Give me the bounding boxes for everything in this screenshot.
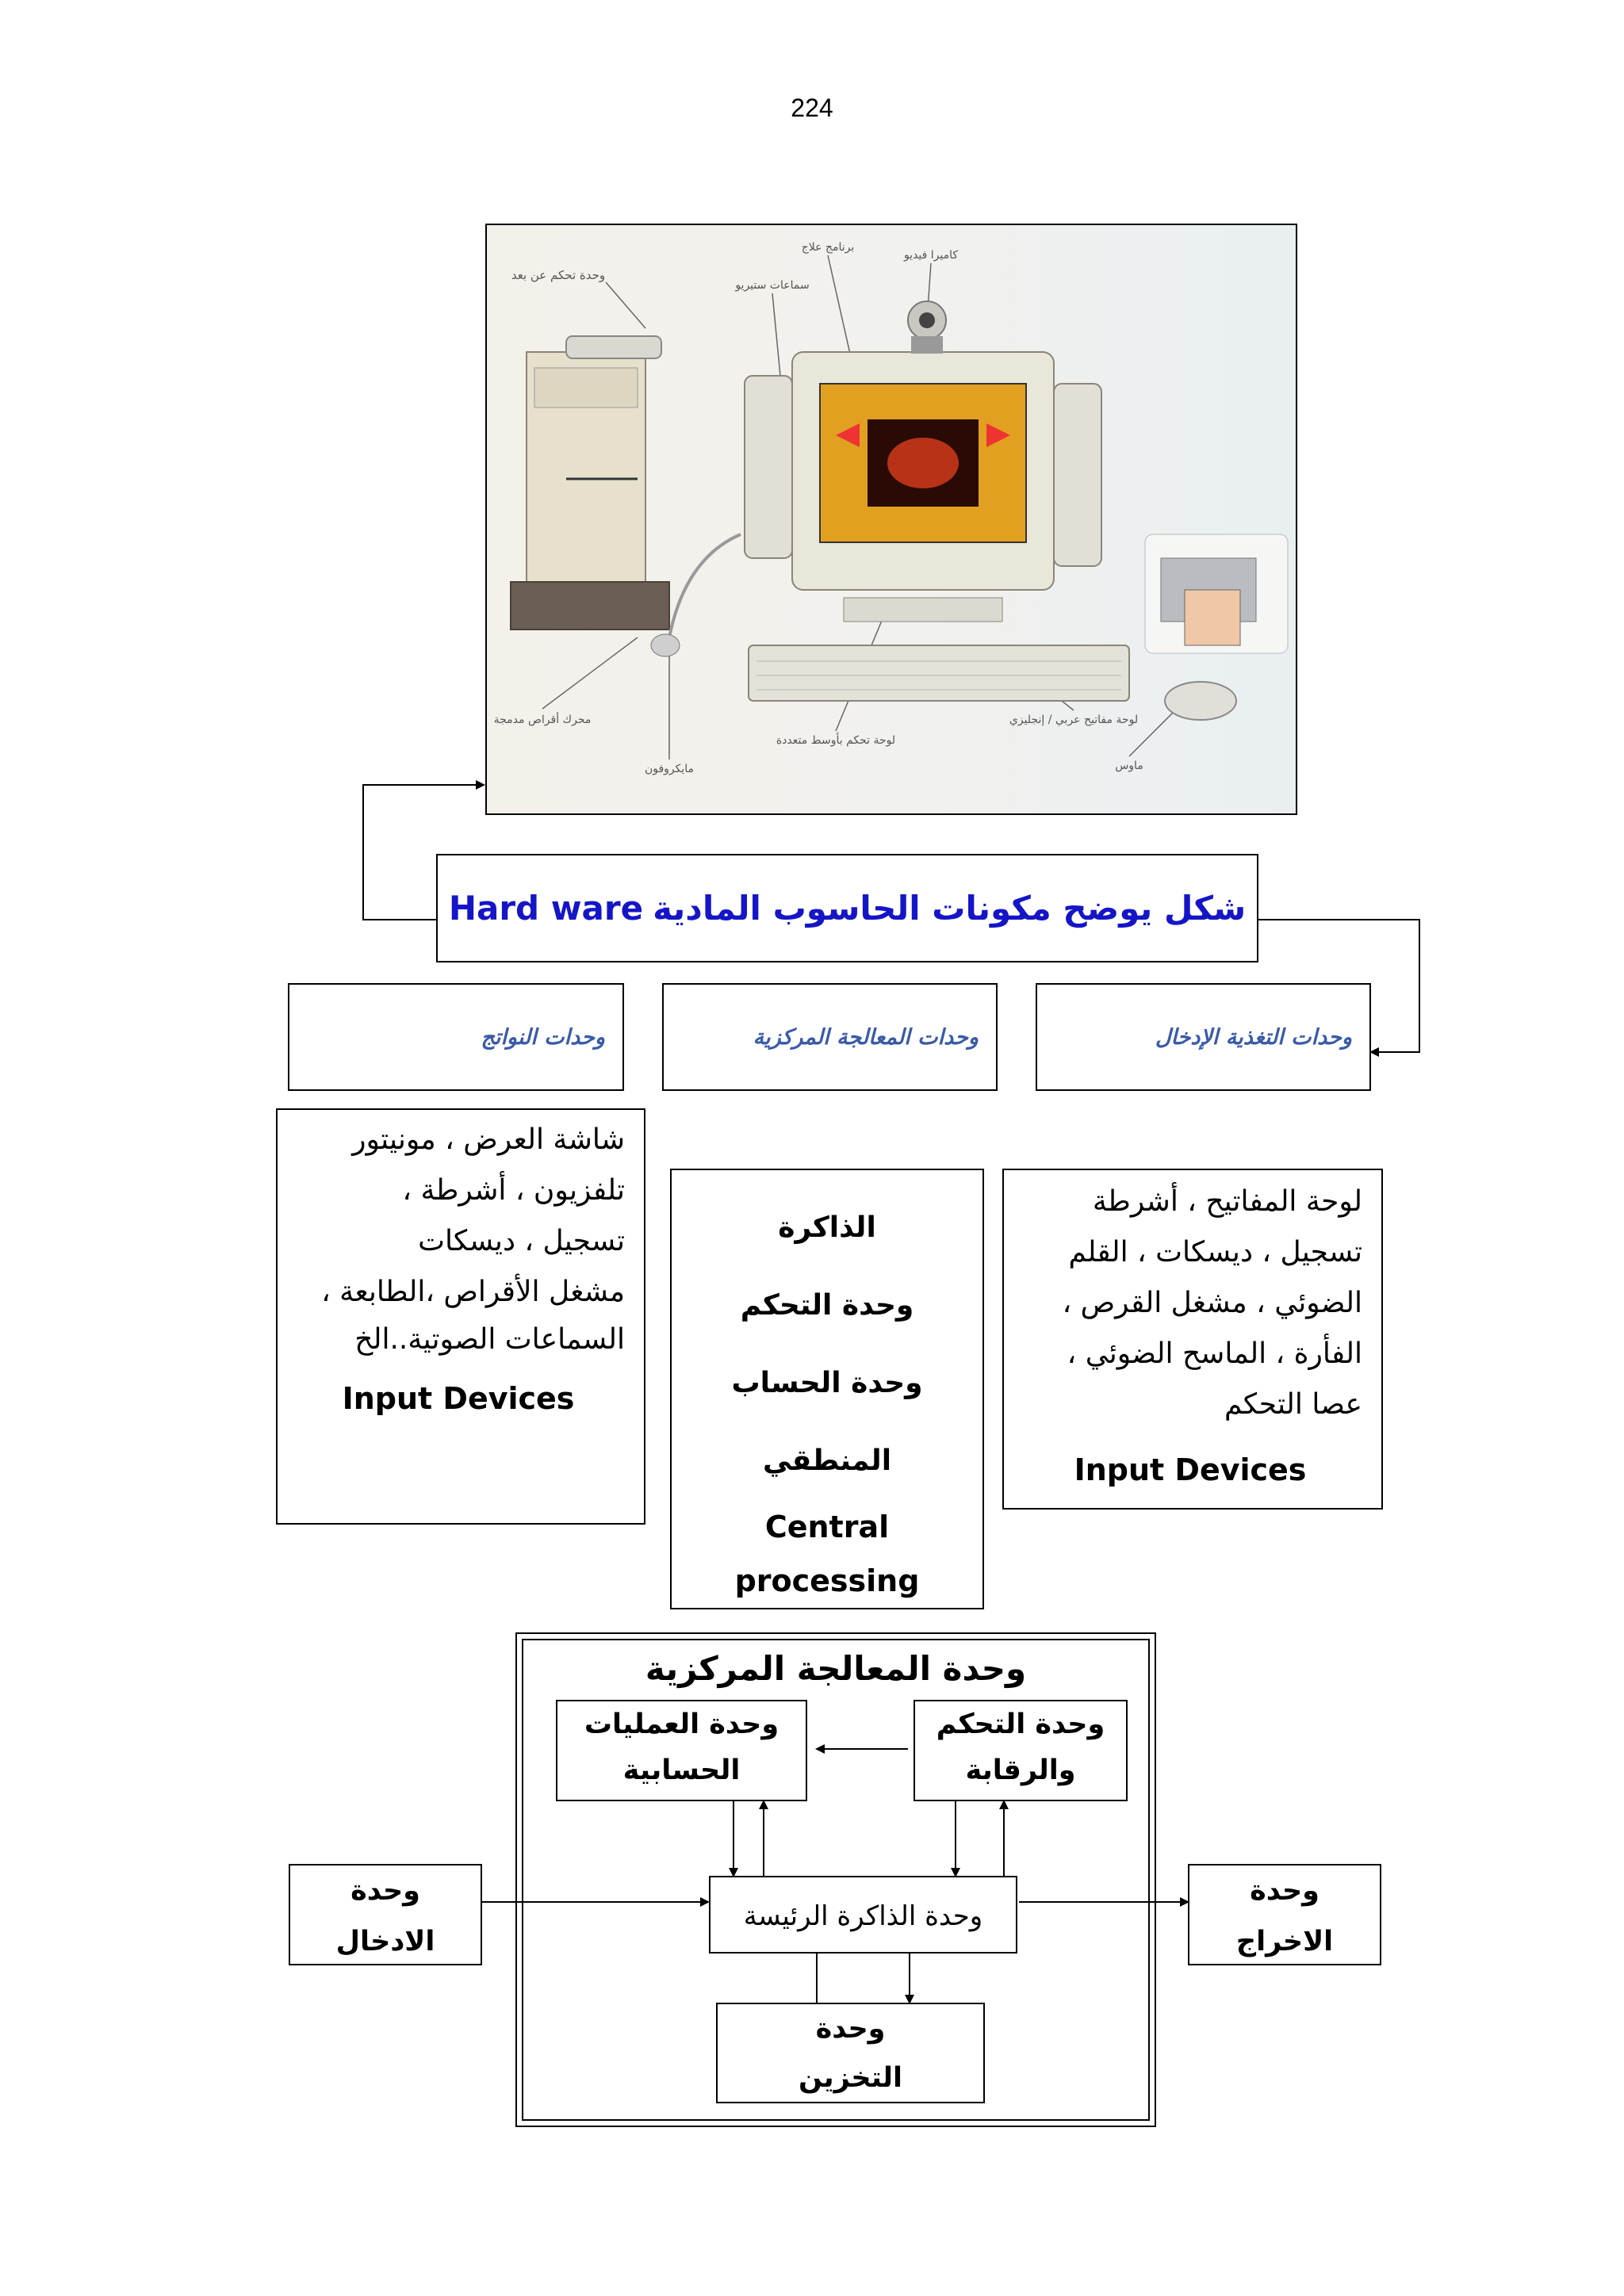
label-control-panel: لوحة تحكم بأوسط متعددة — [776, 732, 895, 747]
processing-line-4: المنطقي — [762, 1445, 892, 1477]
input-english: Input Devices — [1074, 1452, 1307, 1487]
category-input: وحدات التغذية الإدخال — [1036, 983, 1371, 1091]
output-line-3: تسجيل ، ديسكات — [418, 1225, 625, 1257]
input-line-5: عصا التحكم — [1224, 1388, 1362, 1421]
category-processing-label: وحدات المعالجة المركزية — [753, 1024, 979, 1050]
category-output: وحدات النواتج — [288, 983, 624, 1091]
main-memory-box: وحدة الذاكرة الرئيسة — [709, 1876, 1017, 1954]
hardware-illustration: وحدة تحكم عن بعد سماعات ستيريو برنامج عل… — [494, 241, 1289, 775]
figure-title-english: Hard ware — [448, 889, 644, 928]
alu-box: وحدة العمليات الحسابية — [556, 1700, 807, 1801]
label-camera: كاميرا فيديو — [903, 249, 958, 262]
output-english: Input Devices — [342, 1381, 575, 1416]
input-devices-box: لوحة المفاتيح ، أشرطة تسجيل ، ديسكات ، ا… — [1002, 1169, 1383, 1510]
label-speakers: سماعات ستيريو — [734, 279, 809, 292]
processing-box: الذاكرة وحدة التحكم وحدة الحساب المنطقي … — [670, 1169, 984, 1609]
category-output-label: وحدات النواتج — [481, 1024, 606, 1050]
category-input-label: وحدات التغذية الإدخال — [1155, 1024, 1352, 1050]
label-keyboard: لوحة مفاتيح عربي / إنجليزي — [1009, 714, 1138, 726]
category-processing: وحدات المعالجة المركزية — [662, 983, 998, 1091]
page-number: 224 — [791, 94, 833, 122]
output-line-1: شاشة العرض ، مونيتور — [352, 1123, 625, 1156]
input-line-4: الفأرة ، الماسح الضوئي ، — [1067, 1337, 1362, 1370]
storage-unit-box: وحدة التخزين الخارجية — [716, 2003, 985, 2103]
figure-title-arabic: شكل يوضح مكونات الحاسوب المادية — [653, 889, 1247, 928]
output-line-4: مشغل الأقراص ،الطابعة ، — [321, 1276, 625, 1308]
label-software: برنامج علاج — [802, 241, 855, 254]
input-unit-box: وحدة الادخال — [289, 1864, 482, 1965]
label-remote: وحدة تحكم عن بعد — [511, 268, 605, 282]
processing-line-2: وحدة التحكم — [740, 1289, 914, 1322]
label-microphone: مايكروفون — [645, 763, 694, 775]
output-devices-box: شاشة العرض ، مونيتور تلفزيون ، أشرطة ، ت… — [276, 1108, 645, 1525]
input-line-1: لوحة المفاتيح ، أشرطة — [1092, 1185, 1362, 1218]
label-cd-drive: محرك أقراص مدمجة — [494, 712, 592, 726]
input-line-3: الضوئي ، مشغل القرص ، — [1062, 1287, 1362, 1319]
output-unit-box: وحدة الاخراج — [1188, 1864, 1381, 1965]
control-unit-box: وحدة التحكم والرقابة — [914, 1700, 1128, 1801]
figure-title: شكل يوضح مكونات الحاسوب المادية Hard war… — [436, 854, 1258, 962]
input-line-2: تسجيل ، ديسكات ، القلم — [1068, 1236, 1362, 1269]
label-mouse: ماوس — [1115, 760, 1143, 772]
output-line-5: السماعات الصوتية..الخ — [354, 1323, 625, 1356]
diagram-title: وحدة المعالجة المركزية — [645, 1649, 1027, 1688]
processing-line-1: الذاكرة — [778, 1211, 876, 1244]
hardware-photo: وحدة تحكم عن بعد سماعات ستيريو برنامج عل… — [485, 224, 1297, 815]
output-line-2: تلفزيون ، أشرطة ، — [402, 1174, 625, 1207]
processing-line-3: وحدة الحساب — [731, 1367, 923, 1399]
processing-english: Central processing — [734, 1510, 920, 1598]
